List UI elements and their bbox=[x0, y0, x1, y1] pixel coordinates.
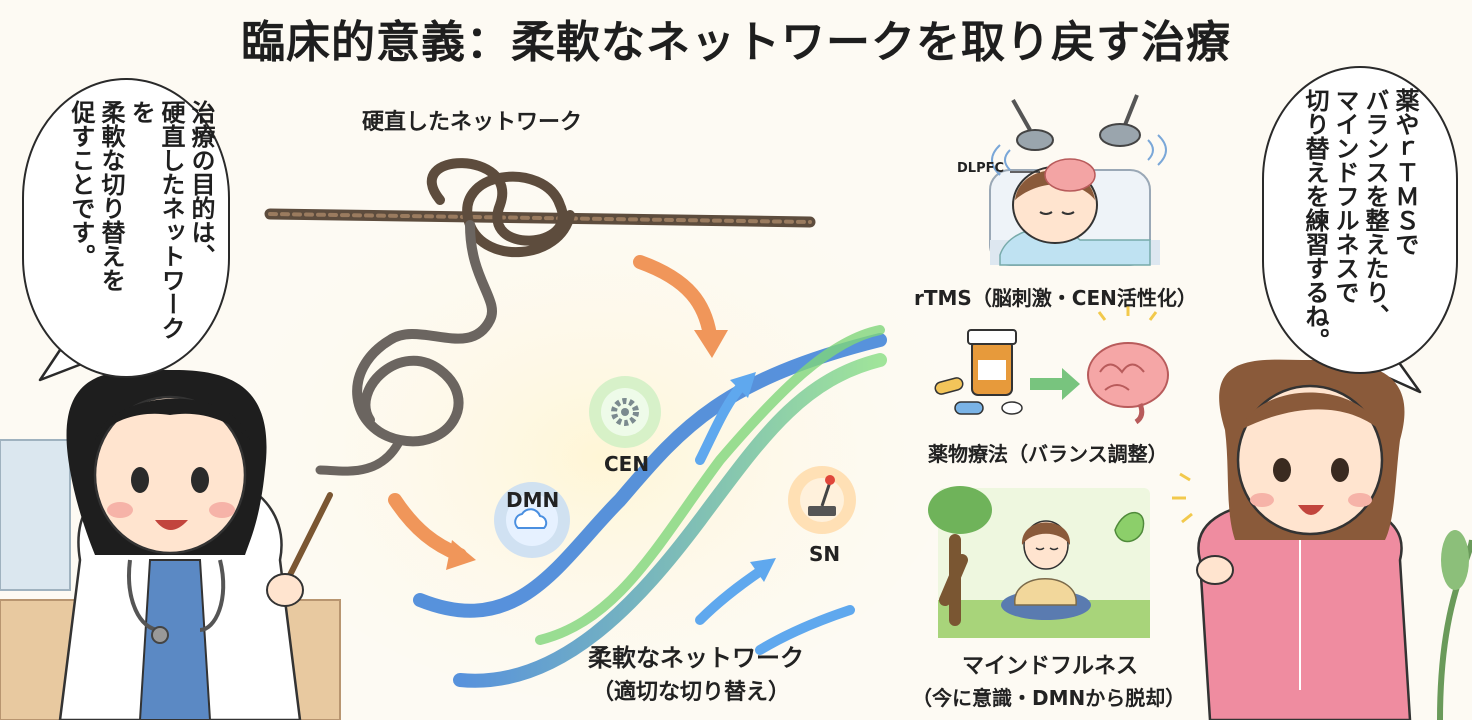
doctor-speech-line: を bbox=[127, 100, 155, 124]
doctor-speech-text: 治療の目的は、 硬直したネットワーク を 柔軟な切り替えを 促すことです。 bbox=[66, 100, 216, 360]
rigid-rope bbox=[264, 158, 816, 476]
patient-speech-line: マインドフルネスで bbox=[1331, 88, 1359, 304]
flexible-network-label: 柔軟なネットワーク bbox=[588, 644, 804, 672]
patient-speech-text: 薬やｒＴＭＳで バランスを整えたり、 マインドフルネスで 切り替えを練習するね。 bbox=[1300, 88, 1420, 358]
doctor-speech-line: 治療の目的は、 bbox=[187, 100, 215, 268]
patient-speech-bubble bbox=[1262, 66, 1458, 374]
doctor-speech-bubble bbox=[22, 78, 230, 378]
doctor-figure bbox=[58, 369, 333, 720]
patient-speech-line: バランスを整えたり、 bbox=[1361, 88, 1389, 328]
sn-label: SN bbox=[809, 542, 841, 566]
flexible-flow bbox=[413, 325, 887, 688]
mindfulness-illustration bbox=[928, 486, 1150, 638]
mindfulness-caption: マインドフルネス bbox=[962, 654, 1139, 679]
dmn-label: DMN bbox=[506, 488, 560, 512]
doctor-speech-line: 促すことです。 bbox=[67, 100, 95, 268]
cen-node bbox=[589, 376, 661, 448]
sn-node bbox=[788, 466, 856, 534]
rtms-illustration bbox=[989, 94, 1167, 266]
rigid-network-label: 硬直したネットワーク bbox=[362, 110, 583, 135]
page-title: 臨床的意義：柔軟なネットワークを取り戻す治療 bbox=[241, 17, 1231, 68]
flexible-network-sublabel: （適切な切り替え） bbox=[592, 680, 791, 705]
dmn-node bbox=[494, 482, 570, 558]
medication-caption: 薬物療法（バランス調整） bbox=[928, 442, 1168, 466]
rtms-caption: rTMS（脳刺激・CEN活性化） bbox=[914, 286, 1197, 310]
mindfulness-subcaption: （今に意識・DMNから脱却） bbox=[912, 686, 1186, 710]
doctor-speech-line: 柔軟な切り替えを bbox=[97, 100, 125, 292]
dlpfc-tag: DLPFC bbox=[957, 161, 1005, 176]
transition-arrows bbox=[388, 255, 855, 655]
cen-label: CEN bbox=[604, 452, 650, 476]
doctor-speech-line: 硬直したネットワーク bbox=[157, 100, 185, 340]
medication-illustration bbox=[934, 306, 1169, 425]
patient-speech-line: 薬やｒＴＭＳで bbox=[1391, 88, 1419, 256]
patient-figure bbox=[1172, 359, 1472, 720]
patient-speech-line: 切り替えを練習するね。 bbox=[1301, 88, 1329, 352]
